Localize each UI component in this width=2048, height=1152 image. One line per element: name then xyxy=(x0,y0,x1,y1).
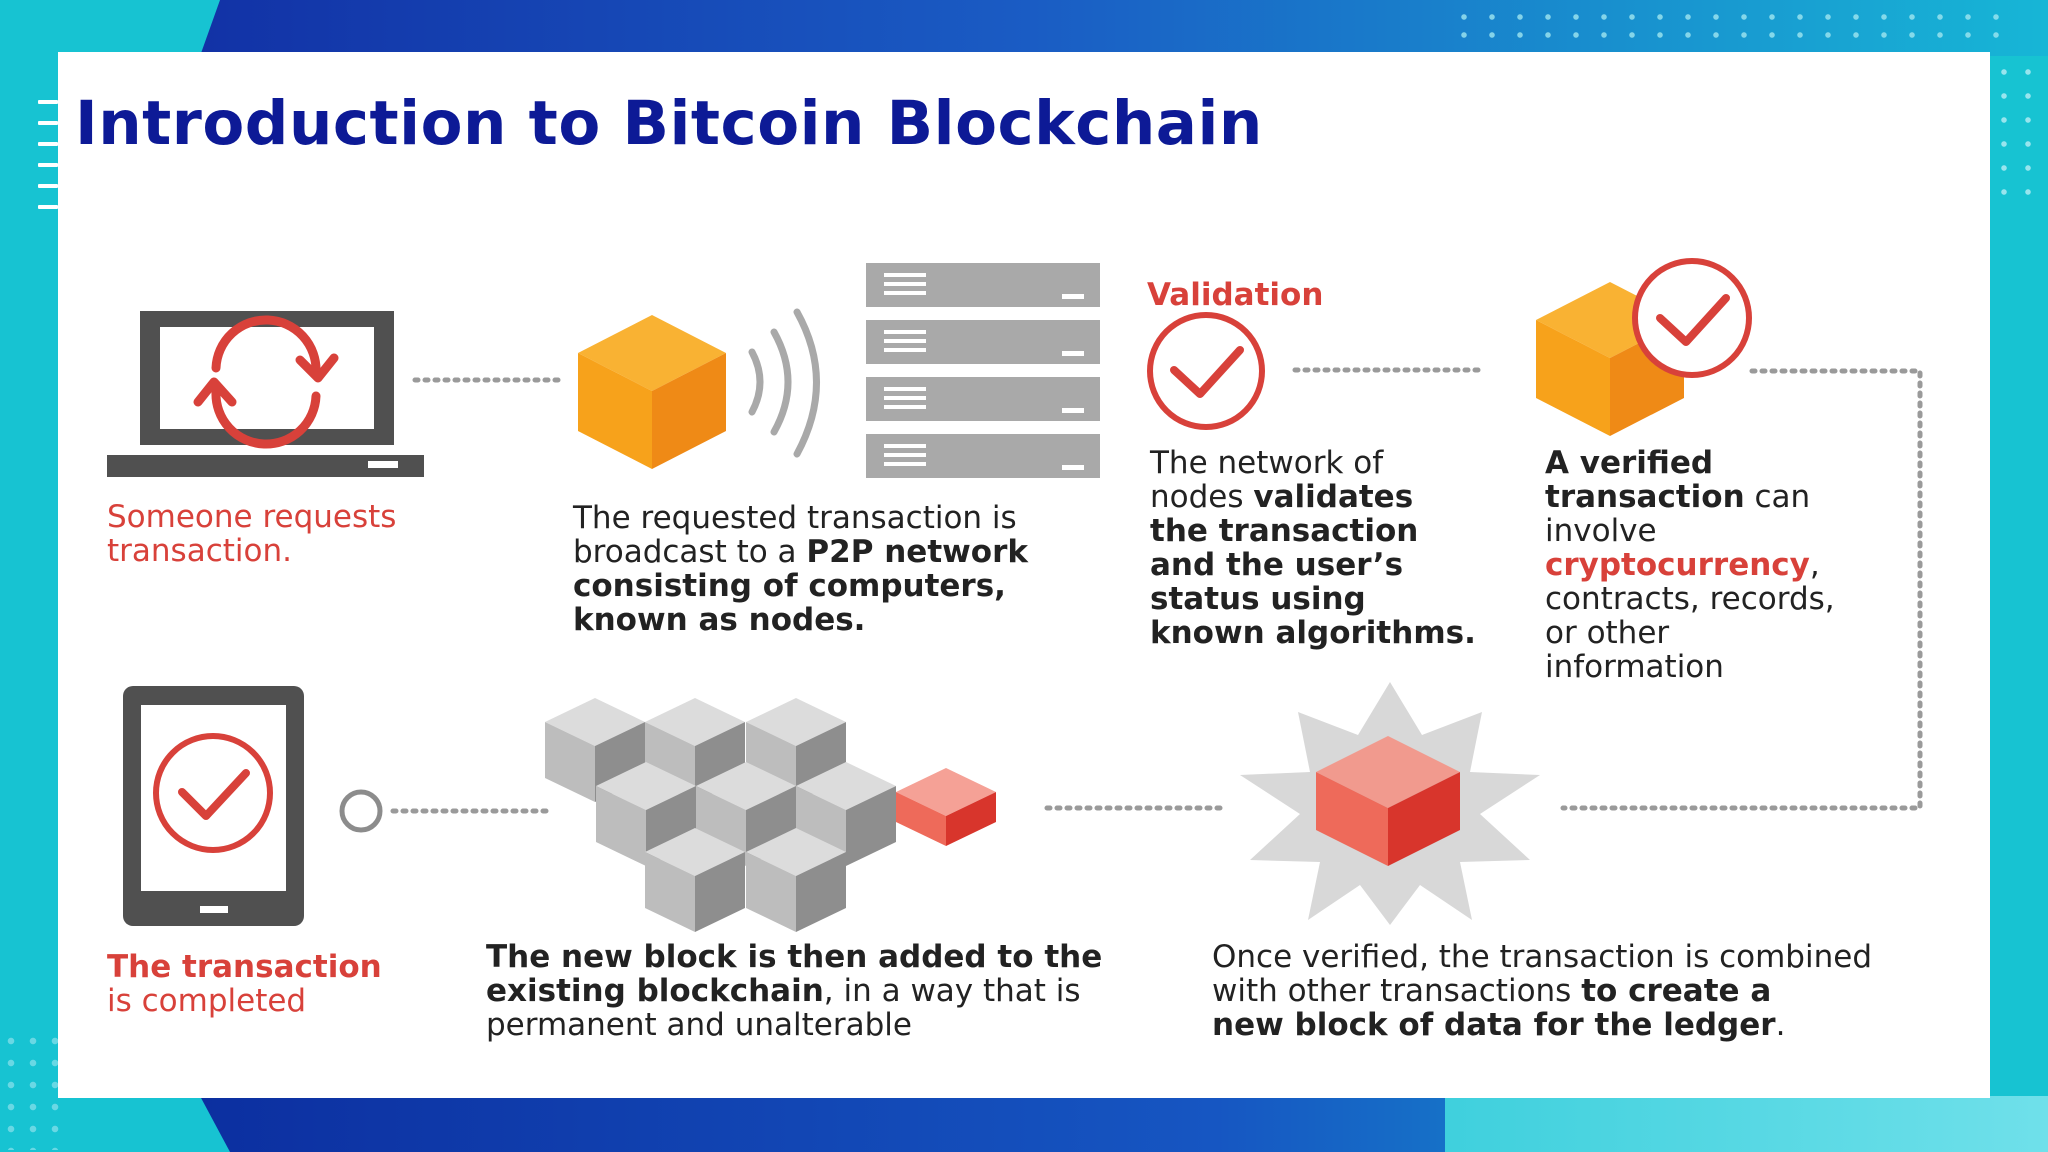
label-verified: A verified transaction can involve crypt… xyxy=(1545,445,1835,685)
left-line-decoration xyxy=(38,100,58,240)
new-block-icon xyxy=(896,768,996,846)
starburst-icon xyxy=(1240,682,1540,925)
verified-checkmark-icon xyxy=(1632,258,1752,378)
dot-pattern-left xyxy=(0,1030,60,1150)
validation-checkmark-icon xyxy=(1147,312,1265,430)
server-rack-icon xyxy=(866,263,1100,478)
validation-heading: Validation xyxy=(1147,277,1324,313)
slide-title: Introduction to Bitcoin Blockchain xyxy=(75,88,1263,159)
label-broadcast: The requested transaction is broadcast t… xyxy=(573,500,1028,638)
tablet-icon xyxy=(123,686,304,926)
sync-icon xyxy=(193,315,339,449)
connector-lines xyxy=(387,367,1923,814)
dot-pattern-right xyxy=(1992,60,2042,200)
label-completed: The transaction is completed xyxy=(107,949,382,1019)
laptop-icon xyxy=(107,311,424,477)
label-request: Someone requests transaction. xyxy=(107,499,397,569)
dot-pattern-top xyxy=(1450,8,2010,48)
signal-waves-icon xyxy=(748,308,820,458)
connector-verified-combined xyxy=(1560,368,1923,811)
label-combined: Once verified, the transaction is combin… xyxy=(1212,939,1872,1043)
blockchain-blocks-icon xyxy=(545,698,996,932)
slide-card xyxy=(58,52,1990,1098)
label-added: The new block is then added to the exist… xyxy=(486,939,1103,1043)
bottom-banner-highlight xyxy=(1445,1096,2048,1152)
label-validation: The network of nodes validates the trans… xyxy=(1150,445,1476,651)
connector-start-node xyxy=(339,789,383,833)
cube-icon xyxy=(578,315,726,469)
